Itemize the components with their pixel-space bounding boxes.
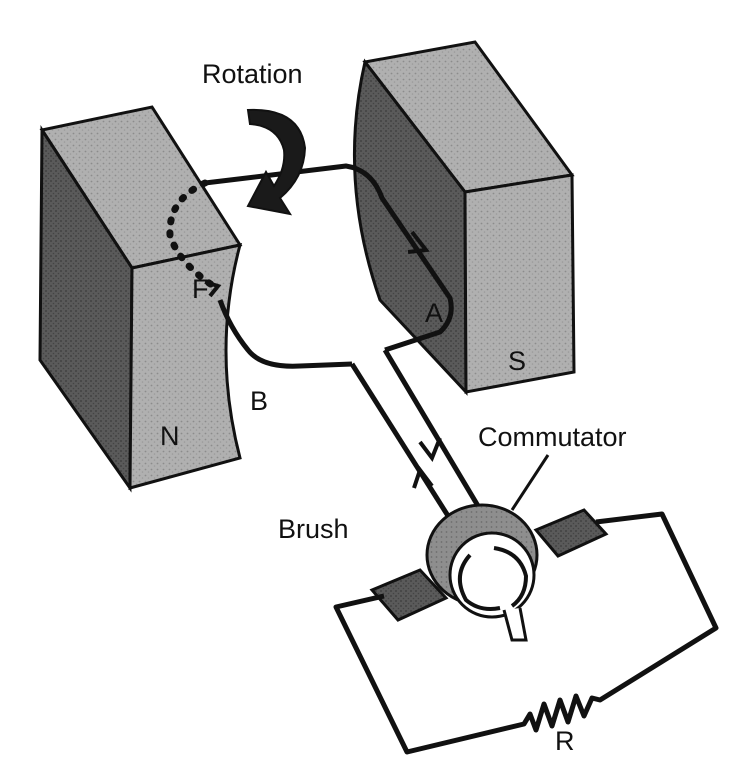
brush-label: Brush [278,514,349,544]
brushes [369,508,609,622]
point-f-label: F [192,274,209,304]
external-circuit [333,511,719,755]
south-magnet-face [352,58,468,396]
loop-top-conductor [204,163,454,353]
rotation-arrow-icon [246,108,307,216]
current-arrow-lead-down [418,437,442,463]
current-arrow-lead-up [412,465,434,489]
resistor-label: R [555,726,575,756]
commutator-label: Commutator [478,422,627,452]
rotation-label: Rotation [202,59,303,89]
current-arrow-top [407,230,430,254]
north-pole-label: N [160,421,180,451]
brush-left [369,568,449,622]
north-magnet-face [128,243,243,490]
commutator-lead-left [349,362,465,540]
commutator-segment-left [458,553,501,611]
point-b-label: B [250,386,268,416]
current-arrow-f [204,280,222,298]
commutator-ring [448,531,536,619]
commutator-leader-line [510,454,550,511]
north-magnet [38,105,243,493]
armature-loop [166,163,493,540]
south-pole-label: S [508,346,526,376]
commutator-lead-right [382,348,493,528]
south-magnet-front [463,173,576,394]
loop-lower-conductor [217,299,353,369]
commutator [425,503,539,642]
commutator-segment-right [493,546,529,608]
circuit-wire [333,511,719,755]
commutator-gap [502,607,528,642]
current-arrows [204,230,442,489]
south-magnet [352,40,576,396]
loop-hidden-segment [166,179,216,289]
brush-right [533,508,609,558]
point-a-label: A [425,298,443,328]
